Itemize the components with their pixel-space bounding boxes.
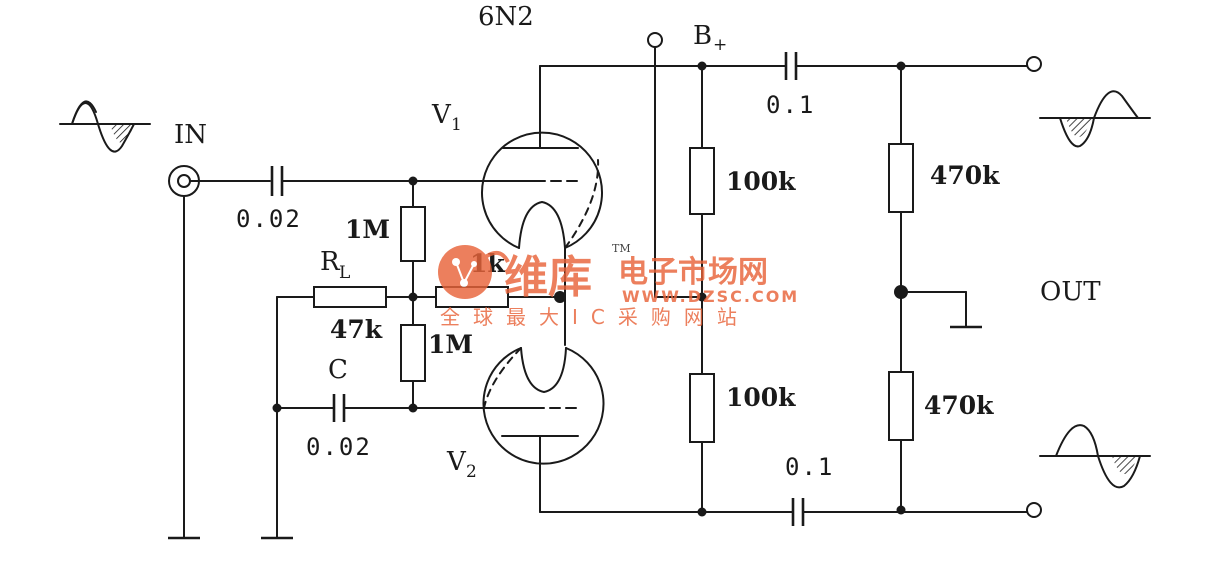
- resistor-load-name: R: [320, 247, 341, 277]
- resistor-grid-2-label: 1M: [428, 330, 473, 359]
- resistor-output-1-label: 470k: [930, 161, 1000, 190]
- resistor-plate-1-label: 100k: [726, 167, 796, 196]
- output-waveform-bottom: [1039, 424, 1151, 489]
- watermark-url: WWW.DZSC.COM: [622, 287, 799, 306]
- supply-label: B: [693, 21, 712, 51]
- watermark: 维库 TM 电子市场网 WWW.DZSC.COM 全球最大IC采购网站: [438, 242, 799, 329]
- resistor-output-1: [888, 143, 914, 213]
- watermark-title: 电子市场网: [618, 255, 768, 290]
- output-capacitor-2-label: 0.1: [785, 453, 834, 481]
- tube-v2-label: V: [446, 447, 467, 477]
- tube-v2: [482, 347, 605, 469]
- resistor-grid-1: [400, 206, 426, 262]
- watermark-slogan: 全球最大IC采购网站: [440, 305, 750, 329]
- input-label: IN: [174, 120, 207, 150]
- watermark-brand: 维库: [504, 252, 592, 303]
- input-capacitor-label: 0.02: [236, 205, 302, 233]
- input-waveform: [59, 100, 151, 153]
- output-capacitor-1: [784, 52, 798, 80]
- supply-terminal: [647, 32, 663, 48]
- resistor-plate-2: [689, 373, 715, 443]
- resistor-output-2: [888, 371, 914, 441]
- capacitor-c-label: 0.02: [306, 433, 372, 461]
- output-capacitor-1-label: 0.1: [766, 91, 815, 119]
- output-label: OUT: [1040, 277, 1101, 307]
- output-capacitor-2: [791, 498, 805, 526]
- resistor-load-label: 47k: [330, 315, 383, 344]
- output-terminal-1: [1026, 56, 1042, 72]
- capacitor-c-name: C: [328, 355, 348, 385]
- tube-v2-sub: 2: [466, 462, 477, 482]
- input-capacitor: [270, 166, 284, 196]
- output-terminal-2: [1026, 502, 1042, 518]
- tube-v1: [481, 115, 603, 249]
- resistor-grid-2: [400, 324, 426, 382]
- resistor-output-2-label: 470k: [924, 391, 994, 420]
- supply-sign: +: [713, 35, 727, 55]
- resistor-plate-2-label: 100k: [726, 383, 796, 412]
- tube-v1-sub: 1: [451, 115, 462, 135]
- output-waveform-top: [1039, 90, 1151, 148]
- resistor-load-sub: L: [339, 263, 350, 283]
- junction-dot: [554, 291, 566, 303]
- resistor-grid-1-label: 1M: [345, 215, 390, 244]
- tube-type-label: 6N2: [478, 2, 534, 32]
- capacitor-c: [332, 394, 346, 422]
- watermark-tm: TM: [612, 242, 631, 255]
- resistor-plate-1: [689, 147, 715, 215]
- resistor-load: [313, 286, 387, 308]
- tube-v1-label: V: [431, 100, 452, 130]
- watermark-logo-icon: [438, 245, 510, 299]
